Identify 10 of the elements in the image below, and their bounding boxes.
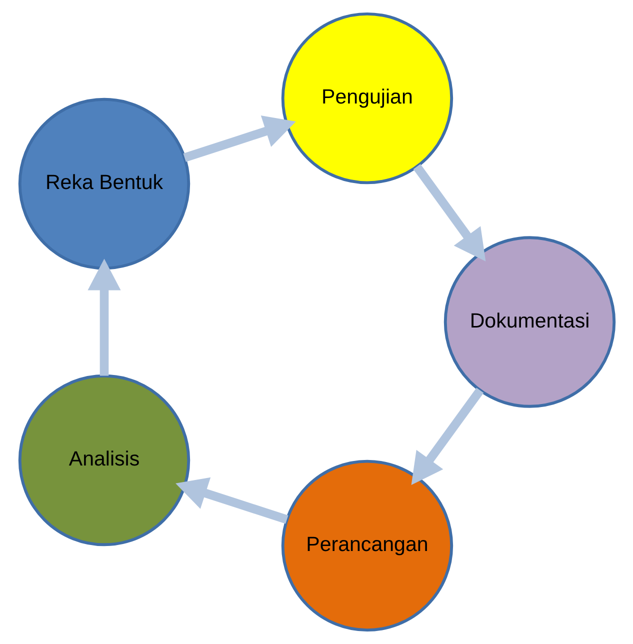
arrow bbox=[182, 115, 296, 162]
arrow bbox=[87, 258, 120, 376]
node-circle: Analisis bbox=[18, 374, 190, 546]
arrow bbox=[175, 477, 288, 524]
node-circle: Pengujian bbox=[280, 12, 453, 184]
arrow bbox=[410, 388, 484, 486]
arrow bbox=[412, 164, 486, 262]
node-circle: Perancangan bbox=[280, 460, 453, 632]
node-circle: Dokumentasi bbox=[443, 236, 616, 408]
node-circle: Reka Bentuk bbox=[18, 98, 190, 270]
